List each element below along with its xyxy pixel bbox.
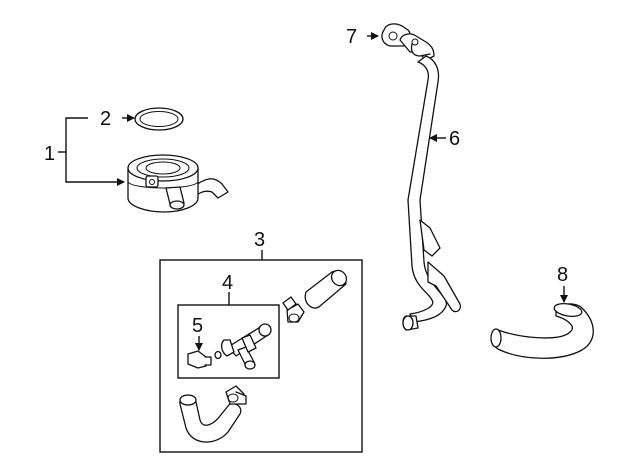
oil-tube-part bbox=[399, 33, 462, 331]
callout-4-label: 4 bbox=[222, 272, 233, 294]
connector-sub-box bbox=[177, 304, 280, 379]
straight-hose-part bbox=[282, 269, 348, 323]
callout-2-label: 2 bbox=[100, 108, 111, 130]
connector-tee-part bbox=[220, 323, 272, 370]
callout-6-label: 6 bbox=[449, 128, 460, 150]
valve-fitting-part bbox=[187, 350, 222, 369]
hose-kit-box bbox=[159, 259, 363, 453]
callout-7-label: 7 bbox=[346, 26, 357, 48]
curved-hose-part bbox=[179, 385, 247, 443]
callout-1-label: 1 bbox=[44, 143, 55, 165]
oil-cooler-part bbox=[127, 154, 229, 213]
oring-gasket-part bbox=[134, 107, 184, 131]
callout-8-label: 8 bbox=[557, 264, 568, 286]
radiator-hose-part bbox=[490, 302, 594, 359]
callout-3-label: 3 bbox=[254, 229, 265, 251]
callout-1-bracket bbox=[58, 114, 135, 186]
callout-5-label: 5 bbox=[192, 315, 203, 337]
